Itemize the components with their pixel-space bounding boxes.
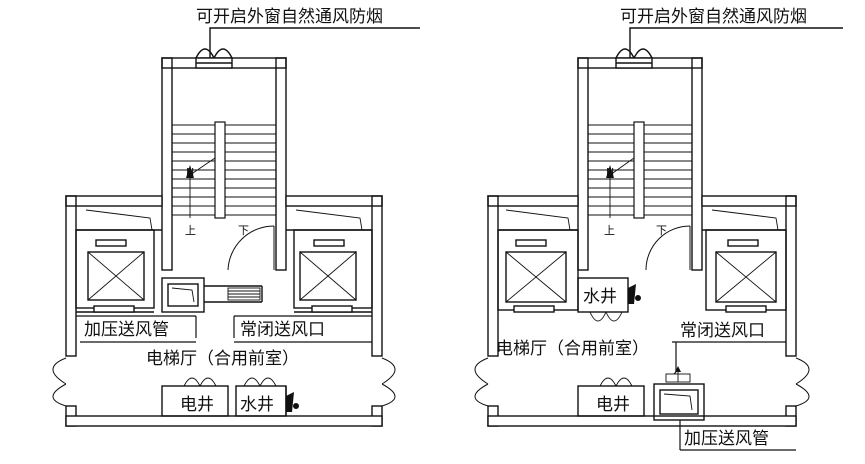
right-elevator-1 — [497, 229, 579, 313]
right-water-shaft-label: 水井 — [583, 287, 617, 307]
left-side-door-west — [52, 357, 67, 407]
left-stair-treads — [172, 121, 276, 219]
left-elec-shaft-label: 电井 — [180, 395, 214, 415]
right-stair-door — [645, 225, 691, 271]
right-down-label: 下 — [656, 224, 667, 237]
right-elevator-2 — [705, 229, 787, 313]
left-floor-plan: 可开启外窗自然通风防烟 — [52, 7, 420, 427]
right-up-label: 上 — [604, 224, 615, 237]
left-down-label: 下 — [238, 224, 249, 237]
right-elec-shaft-label: 电井 — [596, 395, 630, 415]
left-supply-vent — [227, 287, 261, 301]
left-stair-walls — [161, 48, 287, 271]
left-extinguisher-icon — [286, 392, 299, 412]
right-pressure-shaft — [653, 366, 705, 421]
right-stair-treads — [588, 121, 692, 219]
right-elec-shaft — [577, 377, 645, 417]
right-floor-plan: 可开启外窗自然通风防烟 — [474, 7, 843, 451]
right-pressure-duct-frame — [679, 420, 796, 451]
left-window-label: 可开启外窗自然通风防烟 — [196, 7, 383, 27]
left-water-shaft-label: 水井 — [240, 395, 274, 415]
left-elevator-1 — [75, 229, 155, 313]
left-window-leader — [209, 27, 420, 58]
left-lobby-label: 电梯厅（合用前室） — [146, 349, 299, 369]
left-stair-door — [227, 225, 275, 271]
right-window-label: 可开启外窗自然通风防烟 — [620, 7, 807, 27]
left-north-arrow: N — [186, 165, 194, 179]
right-pressure-duct-label: 加压送风管 — [684, 429, 769, 449]
right-vent-label: 常闭送风口 — [680, 321, 765, 341]
right-lobby-label: 电梯厅（合用前室） — [496, 339, 649, 359]
left-vent-label: 常闭送风口 — [240, 320, 325, 340]
right-stair-walls — [577, 48, 703, 271]
right-north-arrow: N — [606, 165, 614, 179]
left-label-frames — [76, 315, 372, 343]
left-elec-shaft — [161, 377, 229, 417]
left-pressure-duct-label: 加压送风管 — [84, 320, 169, 340]
left-elevator-2 — [293, 229, 373, 313]
left-side-door-east — [381, 357, 396, 407]
svg-text:N: N — [186, 166, 194, 179]
right-extinguisher-icon — [628, 284, 641, 304]
left-up-label: 上 — [185, 224, 196, 237]
left-pressure-shaft — [161, 277, 263, 313]
right-window-leader — [629, 27, 843, 58]
right-side-door-east — [795, 357, 810, 407]
svg-text:N: N — [606, 166, 614, 179]
right-side-door-west — [474, 357, 489, 407]
